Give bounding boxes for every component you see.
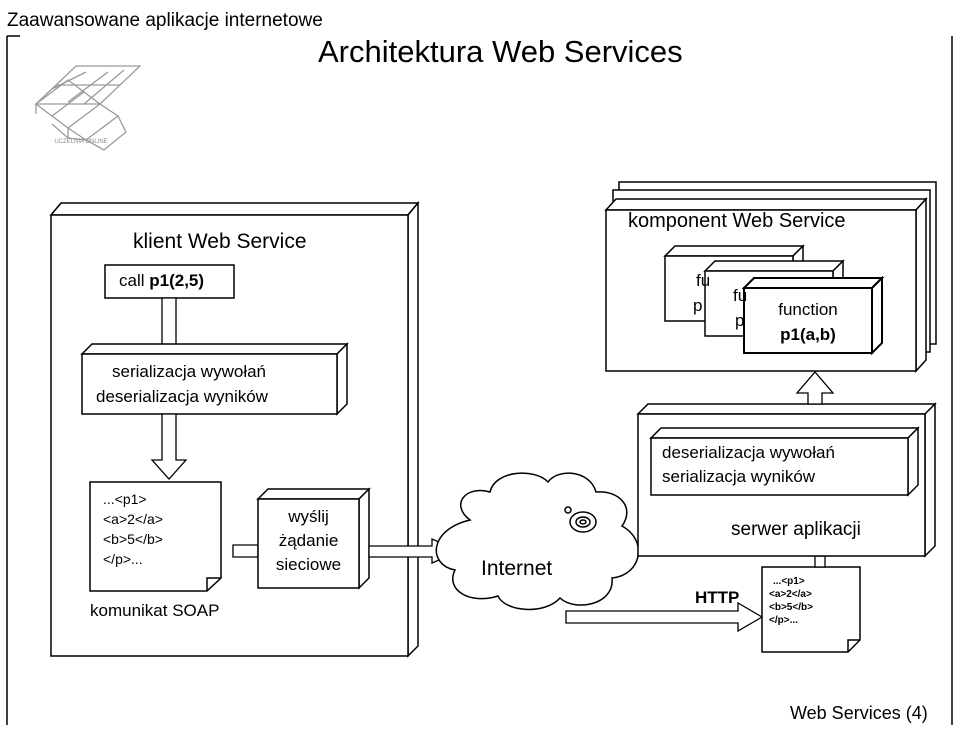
send-line: wyślij bbox=[288, 507, 329, 526]
app-server-label: serwer aplikacji bbox=[731, 519, 861, 540]
connector bbox=[814, 555, 826, 568]
request-document-icon bbox=[761, 566, 861, 653]
soap-caption: komunikat SOAP bbox=[90, 601, 220, 620]
internet-label: Internet bbox=[481, 557, 553, 580]
function-front-label: function p1(a,b) bbox=[744, 297, 872, 347]
serializer-box bbox=[80, 342, 349, 416]
internet-cloud-icon bbox=[435, 472, 640, 611]
function-back-label: fu p bbox=[693, 271, 711, 315]
logo-grid-icon bbox=[34, 65, 142, 151]
soap-line: <a>2</a> bbox=[103, 511, 163, 527]
arrow-right-icon bbox=[565, 601, 764, 633]
soap-line: <b>5</b> bbox=[103, 531, 163, 547]
function-middle-label: fu p bbox=[733, 286, 748, 330]
send-box bbox=[256, 487, 371, 590]
soap-document-icon bbox=[89, 481, 222, 592]
call-box bbox=[104, 264, 235, 299]
footer-label: Web Services (4) bbox=[790, 703, 928, 723]
soap-line: ...<p1> bbox=[103, 491, 147, 507]
course-title: Zaawansowane aplikacje internetowe bbox=[7, 10, 323, 31]
http-label: HTTP bbox=[695, 588, 740, 607]
arrow-down-icon bbox=[161, 297, 177, 346]
logo-text: UCZELNIA ONLINE bbox=[54, 139, 108, 145]
arrow-right-icon bbox=[232, 544, 259, 558]
soap-line: </p>... bbox=[103, 551, 143, 567]
send-line: żądanie bbox=[278, 531, 339, 550]
serializer-line2: deserializacja wyników bbox=[96, 387, 268, 406]
slide-title: Architektura Web Services bbox=[318, 34, 683, 69]
function-box-front bbox=[741, 275, 885, 356]
arrow-up-icon bbox=[795, 371, 835, 405]
call-prefix: call bbox=[119, 271, 150, 290]
send-label: wyślij żądanie sieciowe bbox=[258, 505, 359, 577]
function-signature: p1(a,b) bbox=[780, 325, 836, 344]
deserializer-box bbox=[649, 426, 920, 497]
deserializer-line1: deserializacja wywołań bbox=[662, 443, 835, 462]
deserializer-line2: serializacja wyników bbox=[662, 467, 816, 486]
function-keyword: function bbox=[778, 300, 838, 319]
soap-message: ...<p1> <a>2</a> <b>5</b> </p>... bbox=[103, 489, 163, 569]
logo: UCZELNIA ONLINE bbox=[28, 52, 148, 172]
serializer-line1: serializacja wywołań bbox=[112, 362, 267, 381]
client-title: klient Web Service bbox=[133, 230, 307, 253]
request-document-text: ...<p1> <a>2</a> <b>5</b> </p>... bbox=[769, 576, 813, 626]
call-label: call p1(2,5) bbox=[119, 271, 204, 291]
component-title: komponent Web Service bbox=[628, 210, 846, 232]
call-function: p1(2,5) bbox=[149, 271, 205, 290]
arrow-down-icon bbox=[150, 413, 188, 480]
send-line: sieciowe bbox=[275, 555, 342, 574]
